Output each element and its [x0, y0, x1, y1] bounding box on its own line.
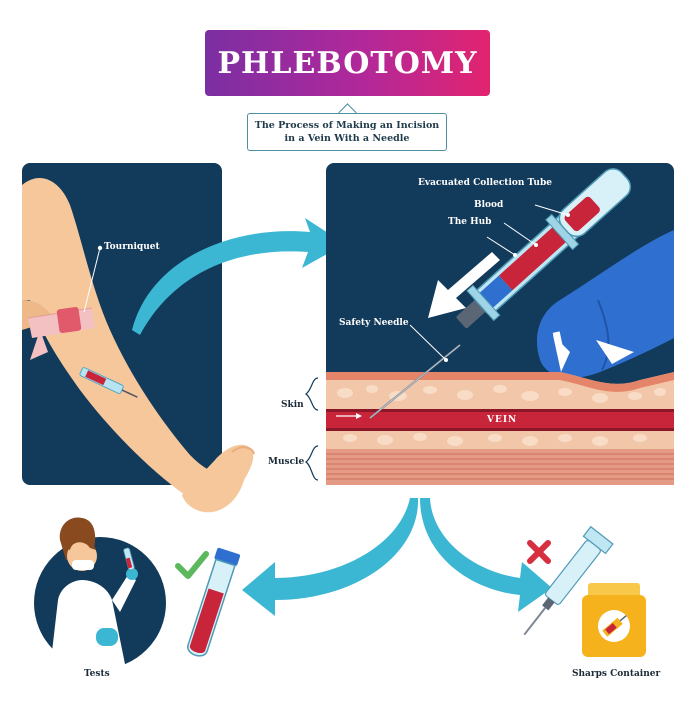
check-icon: [175, 551, 209, 579]
label-tests: Tests: [84, 669, 110, 679]
sharps-container-icon: [582, 583, 646, 657]
label-skin: Skin: [281, 400, 304, 410]
curved-arrow-left: [242, 498, 419, 616]
label-evacuated-tube: Evacuated Collection Tube: [418, 178, 552, 188]
left-panel: [22, 163, 255, 513]
label-blood: Blood: [474, 200, 504, 210]
curved-arrow-right: [420, 498, 552, 612]
title-banner: PHLEBOTOMY: [205, 30, 490, 96]
cross-icon: [527, 540, 551, 564]
scientist-illustration: [34, 517, 166, 669]
muscle-brace: [304, 445, 319, 481]
label-vein: VEIN: [487, 415, 518, 425]
label-hub: The Hub: [448, 217, 492, 227]
skin-brace: [304, 377, 319, 411]
label-sharps-container: Sharps Container: [572, 669, 661, 679]
subtitle-box: The Process of Making an Incision in a V…: [247, 113, 447, 151]
curved-arrow-top: [132, 218, 345, 335]
label-safety-needle: Safety Needle: [339, 318, 409, 328]
label-tourniquet: Tourniquet: [104, 242, 160, 252]
right-panel: [326, 163, 674, 485]
subtitle: The Process of Making an Incision in a V…: [254, 120, 440, 144]
test-tube-icon: [187, 547, 241, 657]
syringe-icon: [523, 525, 614, 636]
page-title: PHLEBOTOMY: [217, 45, 478, 81]
label-muscle: Muscle: [268, 457, 305, 467]
